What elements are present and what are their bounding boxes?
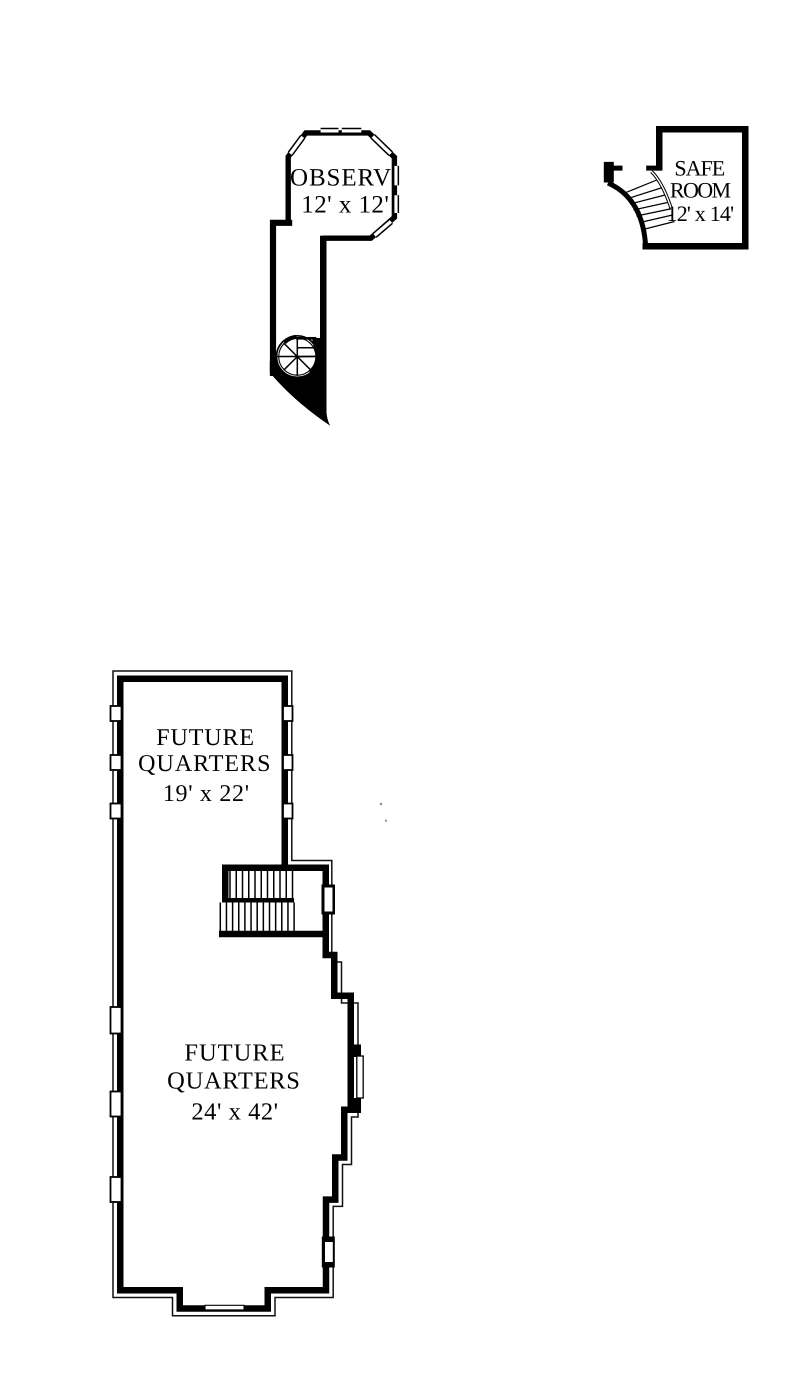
svg-text:QUARTERS: QUARTERS	[167, 1067, 300, 1094]
svg-text:12' x 14': 12' x 14'	[667, 201, 735, 226]
svg-text:QUARTERS: QUARTERS	[138, 751, 271, 777]
svg-text:OBSERV: OBSERV	[290, 164, 392, 191]
svg-text:FUTURE: FUTURE	[156, 725, 255, 751]
svg-text:12' x 12': 12' x 12'	[301, 192, 389, 219]
svg-text:19' x 22': 19' x 22'	[163, 781, 250, 807]
svg-text:ROOM: ROOM	[670, 178, 731, 203]
svg-text:FUTURE: FUTURE	[184, 1039, 285, 1066]
svg-text:SAFE: SAFE	[674, 156, 724, 181]
svg-text:24' x 42': 24' x 42'	[191, 1099, 278, 1126]
